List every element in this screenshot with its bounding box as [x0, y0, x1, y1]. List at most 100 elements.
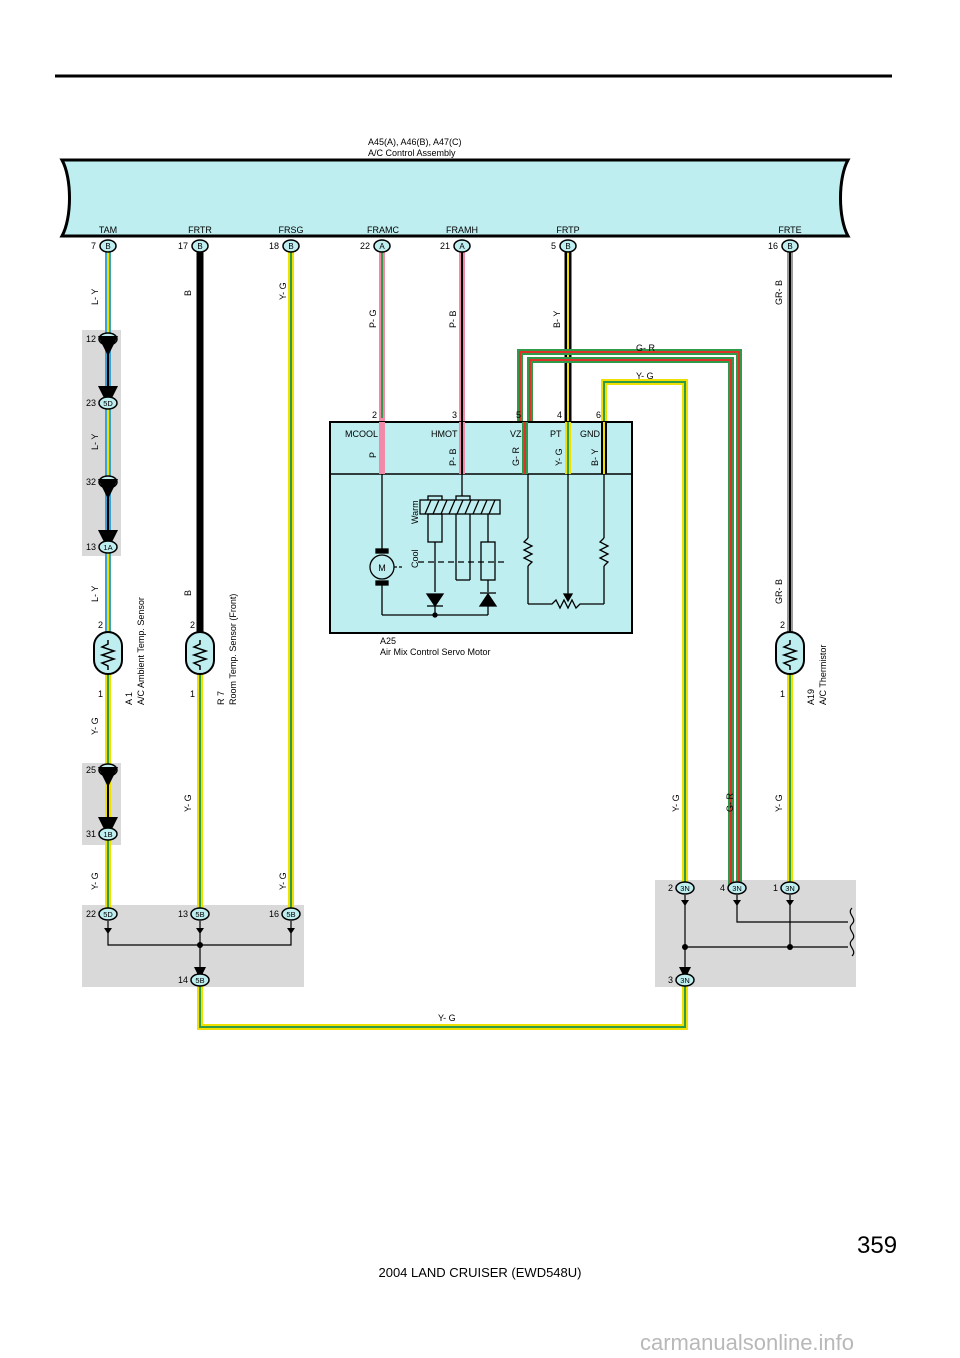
svg-text:P- B: P- B — [448, 448, 458, 466]
servo-motor-a25: 2 3 5 4 6 MCOOL HMOT VZ PT GND P P- B G-… — [329, 410, 633, 657]
wire-label: Y- G — [636, 371, 654, 381]
svg-text:A25: A25 — [380, 636, 396, 646]
svg-text:A19: A19 — [806, 689, 816, 705]
terminal-name: FRTE — [778, 225, 801, 235]
wire-label: Y- G — [183, 794, 193, 812]
svg-text:GND: GND — [580, 429, 601, 439]
junction-25-1a: 25 1A — [86, 763, 118, 777]
ac-control-assembly — [59, 158, 851, 238]
terminal-pin: 17 — [178, 241, 188, 251]
terminal-pin: 21 — [440, 241, 450, 251]
terminal-name: FRTR — [188, 225, 212, 235]
wire-label: GR- B — [774, 280, 784, 305]
wire-label: G- R — [725, 793, 735, 812]
svg-text:3N: 3N — [680, 976, 690, 985]
wire-label: GR- B — [774, 579, 784, 604]
wire-label: B- Y — [552, 311, 562, 328]
svg-text:4: 4 — [557, 410, 562, 420]
svg-text:1B: 1B — [103, 830, 112, 839]
wire-label: B — [183, 590, 193, 596]
terminal-pin: 18 — [269, 241, 279, 251]
svg-text:3: 3 — [668, 975, 673, 985]
wire-label: Y- G — [774, 794, 784, 812]
terminal-conn: B — [288, 242, 293, 251]
wire-labels: L- Y L- Y L- Y Y- G Y- G B B Y- G Y- G Y… — [90, 280, 784, 1023]
svg-text:3N: 3N — [732, 884, 742, 893]
svg-text:Air Mix Control Servo Motor: Air Mix Control Servo Motor — [380, 647, 491, 657]
svg-text:M: M — [378, 563, 386, 573]
wire-label: Y- G — [90, 717, 100, 735]
terminal-name: FRAMC — [367, 225, 399, 235]
wire-label: Y- G — [278, 282, 288, 300]
terminal-conn: A — [459, 242, 465, 251]
svg-text:5B: 5B — [195, 910, 204, 919]
svg-text:3: 3 — [452, 410, 457, 420]
junction-3-3n: 3 3N — [668, 973, 695, 987]
terminal-name: TAM — [99, 225, 117, 235]
continuation-mark — [849, 907, 855, 957]
svg-text:13: 13 — [178, 909, 188, 919]
assembly-name: A/C Control Assembly — [368, 148, 456, 158]
svg-text:12: 12 — [86, 334, 96, 344]
svg-text:VZ: VZ — [510, 429, 522, 439]
wire-label: L- Y — [90, 289, 100, 305]
svg-text:1B: 1B — [103, 478, 112, 487]
terminal-name: FRTP — [556, 225, 579, 235]
svg-text:1: 1 — [98, 689, 103, 699]
terminal-pin: 7 — [91, 241, 96, 251]
terminal-conn: B — [787, 242, 792, 251]
svg-text:2: 2 — [372, 410, 377, 420]
svg-text:5B: 5B — [103, 335, 112, 344]
terminal-name: FRAMH — [446, 225, 478, 235]
svg-text:HMOT: HMOT — [431, 429, 458, 439]
svg-text:R 7: R 7 — [216, 691, 226, 705]
svg-text:2: 2 — [668, 883, 673, 893]
wire-label: L- Y — [90, 434, 100, 450]
junction-12-5b: 12 5B — [86, 332, 118, 346]
svg-text:14: 14 — [178, 975, 188, 985]
svg-text:1A: 1A — [103, 766, 112, 775]
svg-text:5B: 5B — [286, 910, 295, 919]
svg-text:Warm: Warm — [410, 500, 420, 524]
wire-label: Y- G — [278, 872, 288, 890]
svg-text:A 1: A 1 — [124, 692, 134, 705]
svg-text:A/C Ambient Temp. Sensor: A/C Ambient Temp. Sensor — [136, 597, 146, 705]
wire-label: Y- G — [671, 794, 681, 812]
junction-shade — [82, 330, 121, 556]
svg-text:Y- G: Y- G — [554, 448, 564, 466]
terminal-pin: 5 — [551, 241, 556, 251]
sensor-a19: 2 1 A19 A/C Thermistor — [775, 620, 828, 705]
svg-text:5D: 5D — [103, 399, 113, 408]
svg-text:P: P — [368, 452, 378, 458]
wire-bottom-return — [197, 980, 688, 1030]
svg-text:1A: 1A — [103, 543, 112, 552]
svg-text:Cool: Cool — [410, 549, 420, 568]
assembly-ids: A45(A), A46(B), A47(C) — [368, 137, 462, 147]
svg-text:25: 25 — [86, 765, 96, 775]
svg-text:6: 6 — [596, 410, 601, 420]
svg-text:MCOOL: MCOOL — [345, 429, 378, 439]
svg-text:2: 2 — [780, 620, 785, 630]
svg-text:5D: 5D — [103, 910, 113, 919]
svg-text:A/C Thermistor: A/C Thermistor — [818, 645, 828, 705]
svg-text:16: 16 — [269, 909, 279, 919]
junction-13-5b: 13 5B — [178, 907, 210, 921]
terminal-conn: B — [565, 242, 570, 251]
svg-text:5: 5 — [516, 410, 521, 420]
svg-text:B- Y: B- Y — [590, 449, 600, 466]
terminal-name: FRSG — [278, 225, 303, 235]
page-number: 359 — [857, 1232, 898, 1259]
svg-text:G- R: G- R — [511, 447, 521, 466]
sensor-r7: 2 1 R 7 Room Temp. Sensor (Front) — [185, 594, 238, 705]
svg-text:3N: 3N — [785, 884, 795, 893]
svg-text:Room Temp. Sensor (Front): Room Temp. Sensor (Front) — [228, 594, 238, 705]
